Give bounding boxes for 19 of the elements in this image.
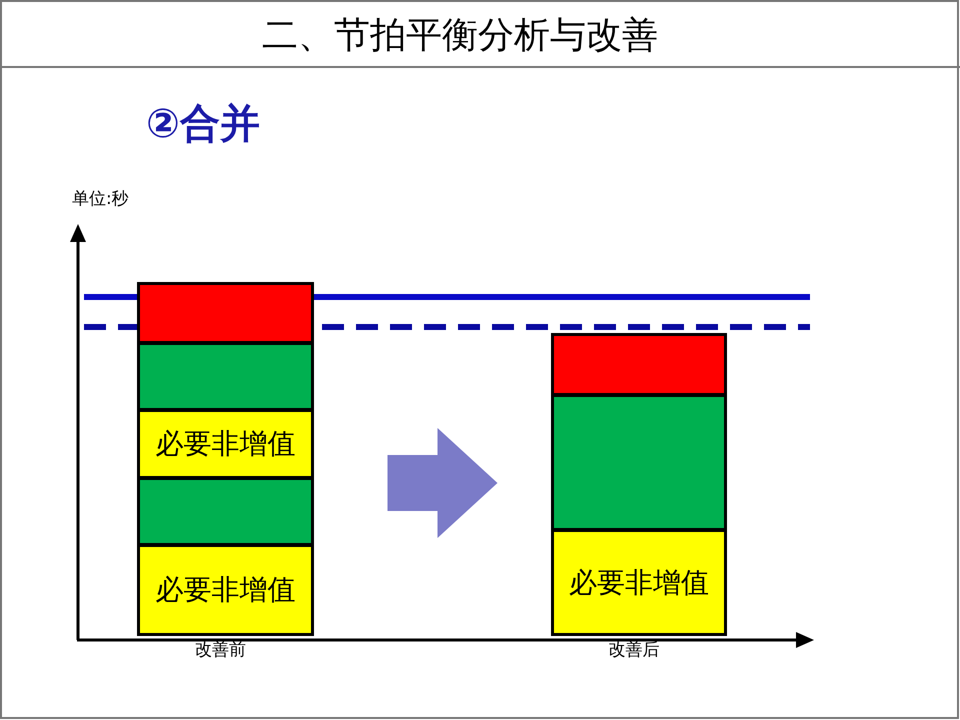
stacked-bar <box>551 333 727 636</box>
unit-label: 单位:秒 <box>72 188 129 211</box>
bar-segment <box>137 282 314 344</box>
section-heading: ②合并 <box>146 104 260 144</box>
segment-label: 必要非增值 <box>569 564 709 600</box>
stacked-bar <box>137 282 314 636</box>
segment-label: 必要非增值 <box>156 572 296 608</box>
block-arrow <box>388 428 498 538</box>
category-label: 改善后 <box>608 642 660 659</box>
bar-segment <box>137 342 314 411</box>
bar-segment <box>137 409 314 479</box>
bar-segment <box>137 477 314 546</box>
segment-label: 必要非增值 <box>156 426 296 462</box>
bar-segment <box>551 333 727 396</box>
category-label: 改善前 <box>194 642 247 659</box>
bar-segment <box>137 544 314 636</box>
title: 二、节拍平衡分析与改善 <box>261 14 659 58</box>
bar-segment <box>551 394 727 531</box>
bar-segment <box>551 529 727 636</box>
